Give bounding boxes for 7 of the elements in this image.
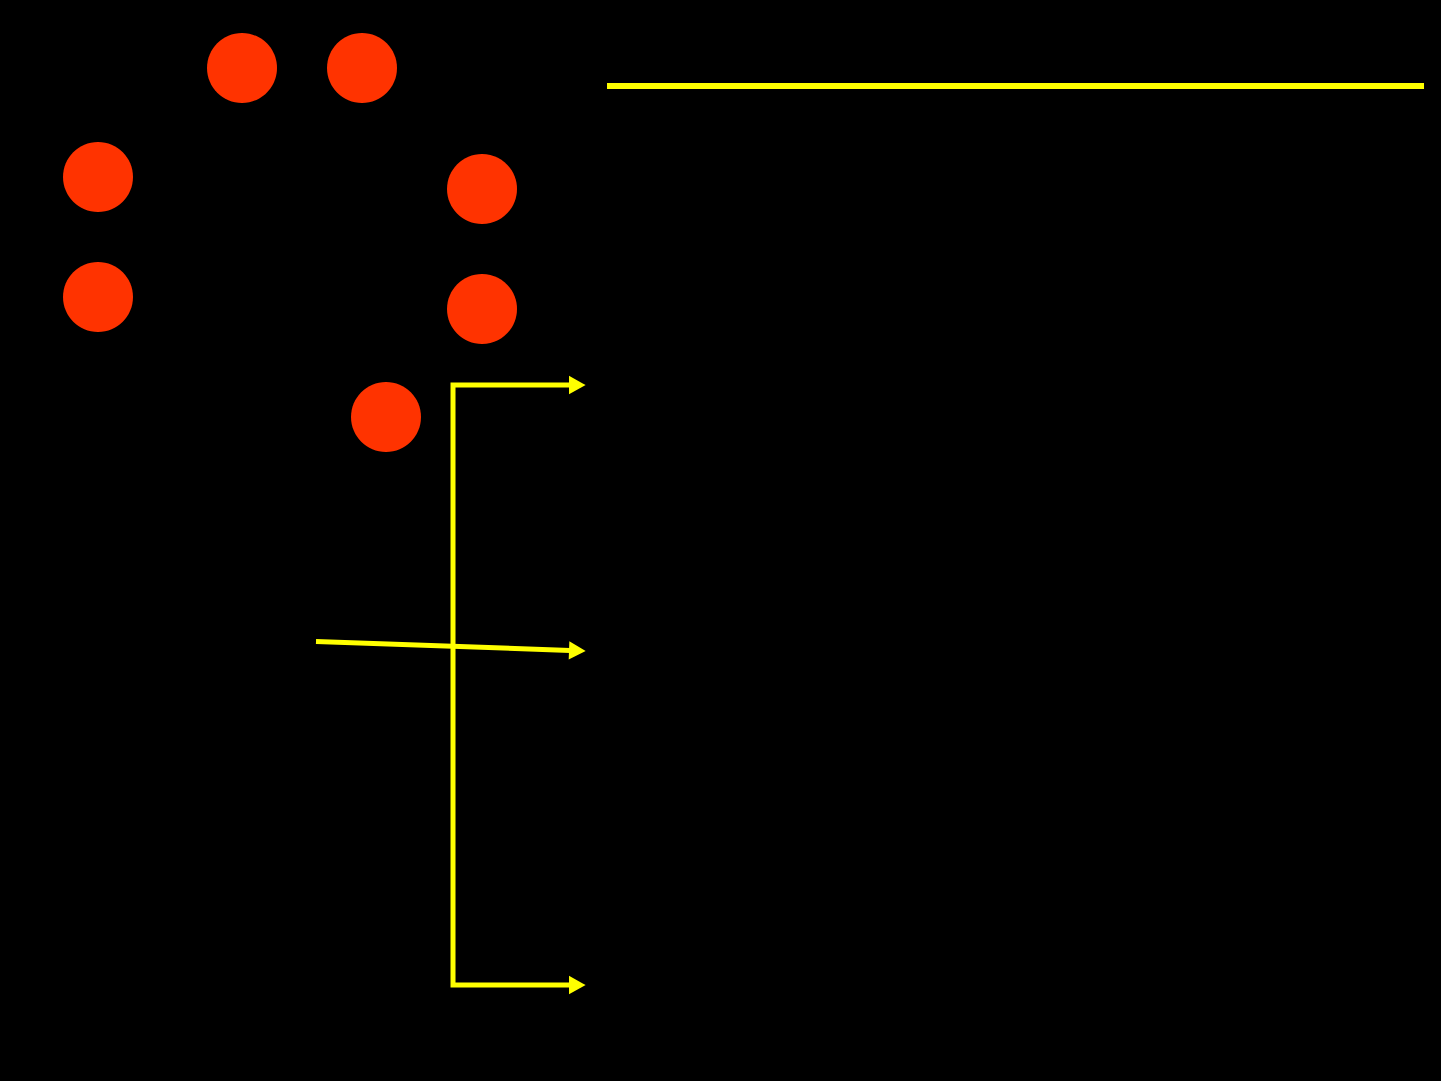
circle [447,274,517,344]
circle [447,154,517,224]
circle [351,382,421,452]
circle [63,262,133,332]
circle [207,33,277,103]
circle [327,33,397,103]
circle [63,142,133,212]
